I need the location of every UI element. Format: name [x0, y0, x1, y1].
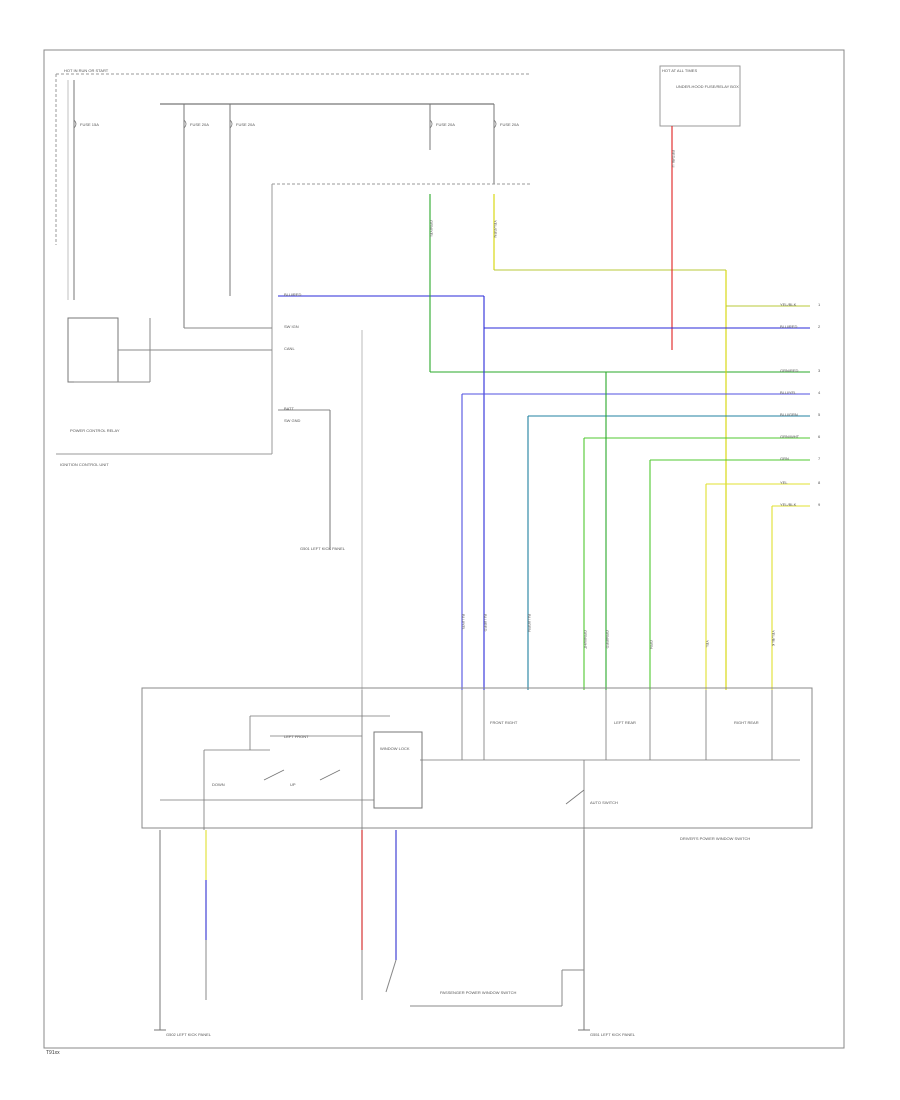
- hot-at-all-times-box: [659, 65, 741, 127]
- pin-label: CANL: [284, 346, 295, 351]
- up-label: UP: [290, 782, 296, 787]
- wire-label-right: BLU/GRN: [780, 412, 798, 417]
- wire-label-vertical: GRN/RED: [605, 630, 610, 649]
- wire-label-vertical: YEL: [705, 640, 710, 648]
- passenger-window-switch-label: PASSENGER POWER WINDOW SWITCH: [440, 990, 517, 995]
- power-control-relay: [67, 317, 119, 383]
- main-fuse-relay-label: UNDER-HOOD FUSE/RELAY BOX: [676, 84, 739, 89]
- wire-label-right: BLU/RED: [780, 324, 798, 329]
- ground-label: G501 LEFT KICK PANEL: [300, 546, 345, 551]
- wire-label-vertical: YEL/BLK: [771, 630, 776, 647]
- fuse-label: FUSE 20A: [190, 122, 209, 127]
- down-label: DOWN: [212, 782, 225, 787]
- wire-label-right: GRN/RED: [780, 368, 799, 373]
- wire-label-vertical: GRN/YEL: [429, 220, 434, 238]
- wire-label-right: GRN/WHT: [780, 434, 800, 439]
- left-rear-label: LEFT REAR: [614, 720, 636, 725]
- driver-window-switch-label: DRIVER'S POWER WINDOW SWITCH: [680, 836, 751, 841]
- pin-number: 4: [818, 390, 821, 395]
- pin-number: 1: [818, 302, 821, 307]
- front-right-label: FRONT RIGHT: [490, 720, 518, 725]
- wire-label-vertical: BLU/GRN: [527, 614, 532, 632]
- wire-label-vertical: BLU/RED: [483, 614, 488, 632]
- pin-label: SW IGN: [284, 324, 299, 329]
- pin-number: 9: [818, 502, 821, 507]
- diagram-code: T91xx: [46, 1050, 60, 1056]
- diagram-frame: [43, 49, 845, 1049]
- wire-label-vertical: RED/BLU: [671, 150, 676, 168]
- left-front-label: LEFT FRONT: [284, 734, 309, 739]
- pin-number: 3: [818, 368, 821, 373]
- pin-label: BATT: [284, 406, 294, 411]
- pin-number: 8: [818, 480, 821, 485]
- window-lock-label: WINDOW LOCK: [380, 746, 410, 751]
- right-rear-label: RIGHT REAR: [734, 720, 759, 725]
- pin-label: SW GND: [284, 418, 301, 423]
- fuse-label: FUSE 20A: [500, 122, 519, 127]
- pin-number: 6: [818, 434, 821, 439]
- fuse-label: FUSE 15A: [80, 122, 99, 127]
- wire-label-vertical: GRN/WHT: [583, 630, 588, 650]
- ignition-control-unit-label: IGNITION CONTROL UNIT: [60, 462, 109, 467]
- fuse-label: FUSE 20A: [236, 122, 255, 127]
- wire-label-vertical: BLU/YEL: [461, 614, 466, 631]
- wire-label-right: YEL/BLK: [780, 302, 797, 307]
- wire-label-right: GRN: [780, 456, 789, 461]
- wire-label-vertical: GRN: [649, 640, 654, 649]
- auto-switch-label: AUTO SWITCH: [590, 800, 618, 805]
- hot-at-all-times-label: HOT AT ALL TIMES: [662, 68, 698, 73]
- pin-label: BLU/RED: [284, 292, 302, 297]
- wire-label-right: YEL/BLK: [780, 502, 797, 507]
- pin-number: 5: [818, 412, 821, 417]
- wire-label-right: YEL: [780, 480, 788, 485]
- wire-label-vertical: YEL/GRN: [493, 220, 498, 238]
- fuse-box-label: HOT IN RUN OR START: [64, 68, 109, 73]
- fuse-label: FUSE 20A: [436, 122, 455, 127]
- pin-number: 7: [818, 456, 821, 461]
- body-control-module: [141, 687, 813, 829]
- ground-label: G502 LEFT KICK PANEL: [166, 1032, 211, 1037]
- wire-label-right: BLU/YEL: [780, 390, 797, 395]
- pin-number: 2: [818, 324, 821, 329]
- power-control-relay-label: POWER CONTROL RELAY: [70, 428, 120, 433]
- ground-label: G551 LEFT KICK PANEL: [590, 1032, 635, 1037]
